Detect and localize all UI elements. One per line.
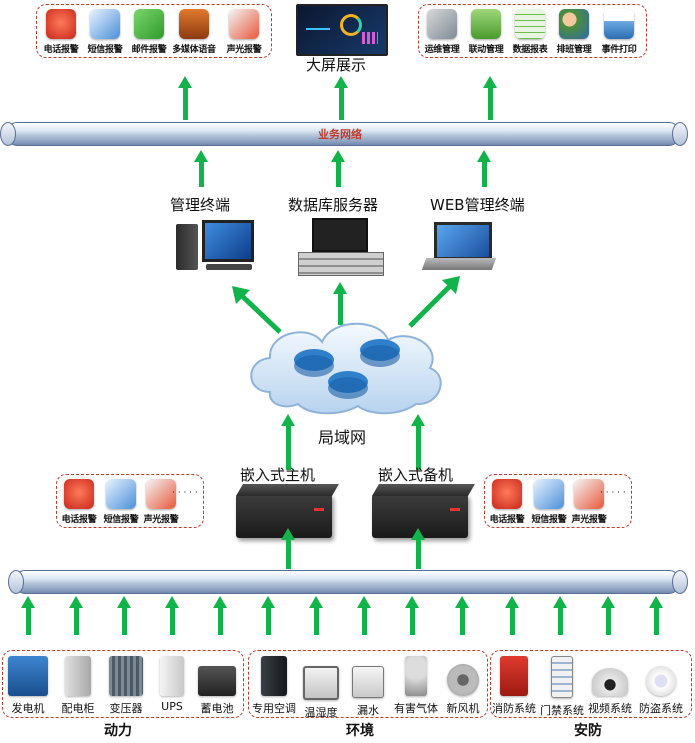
fire-system: 消防系统 xyxy=(490,656,538,716)
sms-alarm: 短信报警 xyxy=(528,479,570,525)
sms-alarm: 短信报警 xyxy=(84,9,126,55)
bus-end-cap xyxy=(672,570,688,594)
temp-humidity: 温湿度 xyxy=(300,656,342,720)
battery: 蓄电池 xyxy=(194,656,240,716)
primary-host-label: 嵌入式主机 xyxy=(240,466,316,484)
tools-icon xyxy=(427,9,457,39)
camera-icon xyxy=(592,668,628,696)
screen-gauge-icon xyxy=(340,14,362,36)
lan-label: 局域网 xyxy=(318,428,367,447)
business-network-bus xyxy=(6,122,680,146)
screen-chart-icon xyxy=(306,14,330,30)
megaphone-icon xyxy=(574,479,604,509)
multimedia-voice: 多媒体语音 xyxy=(168,9,220,55)
field-bus xyxy=(14,570,680,594)
sms-alarm: 短信报警 xyxy=(100,479,142,525)
people-icon xyxy=(559,9,589,39)
megaphone-icon xyxy=(229,9,259,39)
linkage-management: 联动管理 xyxy=(464,9,508,55)
leak-sensor-icon xyxy=(352,666,384,698)
cabinet-icon xyxy=(471,9,501,39)
phone-alarm: 电话报警 xyxy=(40,9,82,55)
backup-host-label: 嵌入式备机 xyxy=(378,466,454,484)
database-server-label: 数据库服务器 xyxy=(288,196,379,214)
megaphone-icon xyxy=(146,479,176,509)
generator: 发电机 xyxy=(6,656,50,716)
printer-icon xyxy=(604,9,634,39)
air-conditioner-icon xyxy=(261,656,287,696)
email-icon xyxy=(134,9,164,39)
phone-icon xyxy=(492,479,522,509)
distribution-cabinet: 配电柜 xyxy=(56,656,100,716)
screen-bars-icon xyxy=(362,32,378,44)
arrow-diagonal xyxy=(402,276,462,330)
water-leak: 漏水 xyxy=(350,656,386,718)
bus-end-cap xyxy=(672,122,688,146)
big-screen-display xyxy=(296,4,388,56)
battery-icon xyxy=(198,666,236,696)
fan-icon xyxy=(447,664,479,696)
transformer: 变压器 xyxy=(104,656,148,716)
ellipsis: · · · · · xyxy=(600,488,626,498)
desktop-computer-icon xyxy=(176,220,254,272)
cabinet-icon xyxy=(65,656,91,696)
motion-sensor-icon xyxy=(646,666,676,696)
spreadsheet-icon xyxy=(515,9,545,39)
management-terminal-label: 管理终端 xyxy=(170,196,231,214)
sms-icon xyxy=(90,9,120,39)
gas-detector-icon xyxy=(405,656,427,696)
security-group-title: 安防 xyxy=(574,723,602,739)
thermometer-icon xyxy=(303,666,339,700)
laptop-icon xyxy=(421,222,497,272)
data-report: 数据报表 xyxy=(508,9,552,55)
environment-group-title: 环境 xyxy=(346,723,374,739)
precision-ac: 专用空调 xyxy=(250,656,298,716)
generator-icon xyxy=(8,656,48,696)
shift-management: 排班管理 xyxy=(552,9,596,55)
fresh-air: 新风机 xyxy=(442,656,484,716)
sound-light-alarm: 声光报警 xyxy=(140,479,182,525)
sms-icon xyxy=(106,479,136,509)
phone-icon xyxy=(64,479,94,509)
video-system: 视频系统 xyxy=(586,656,634,716)
database-server-icon xyxy=(298,218,384,276)
sound-light-alarm: 声光报警 xyxy=(568,479,610,525)
power-group-title: 动力 xyxy=(104,723,132,739)
event-print: 事件打印 xyxy=(596,9,642,55)
bus-end-cap xyxy=(0,122,16,146)
harmful-gas: 有害气体 xyxy=(392,656,440,716)
business-network-label: 业务网络 xyxy=(318,128,362,141)
access-control: 门禁系统 xyxy=(538,656,586,718)
fire-panel-icon xyxy=(500,656,528,696)
speaker-icon xyxy=(179,9,209,39)
sound-light-alarm: 声光报警 xyxy=(220,9,268,55)
phone-icon xyxy=(46,9,76,39)
sms-icon xyxy=(534,479,564,509)
anti-theft-system: 防盗系统 xyxy=(636,656,686,716)
ops-management: 运维管理 xyxy=(420,9,464,55)
lan-cloud xyxy=(240,312,450,416)
big-screen-label: 大屏展示 xyxy=(306,56,367,74)
ellipsis: · · · · · xyxy=(172,488,198,498)
arrow-diagonal xyxy=(230,286,290,336)
phone-alarm: 电话报警 xyxy=(58,479,100,525)
keypad-icon xyxy=(551,656,573,698)
email-alarm: 邮件报警 xyxy=(128,9,170,55)
transformer-icon xyxy=(109,656,143,696)
bus-end-cap xyxy=(8,570,24,594)
phone-alarm: 电话报警 xyxy=(486,479,528,525)
ups-icon xyxy=(160,656,184,696)
ups: UPS xyxy=(152,656,192,713)
web-terminal-label: WEB管理终端 xyxy=(430,196,525,214)
